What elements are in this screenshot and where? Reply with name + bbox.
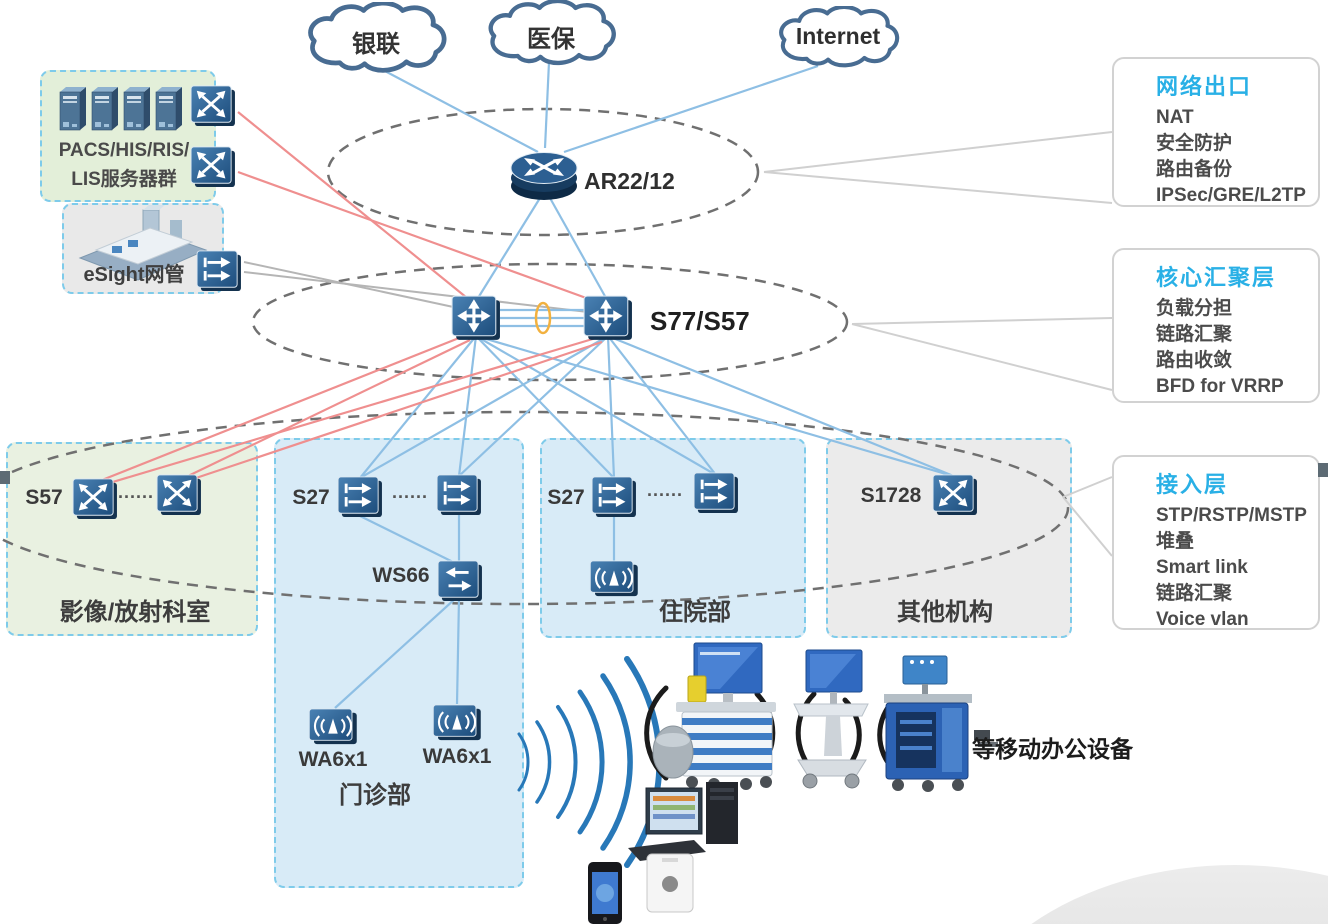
core-switches-label: S77/S57 <box>650 306 750 336</box>
desktop-computer <box>628 782 738 861</box>
wa6x1-label-2: WA6x1 <box>422 745 492 768</box>
wireless-signal-arcs <box>517 656 663 868</box>
outpatient-s27-label: S27 <box>292 486 330 509</box>
panel-item: 堆叠 <box>1156 531 1195 552</box>
panel-title: 核心汇聚层 <box>1156 265 1277 290</box>
pacs-label-line1: PACS/HIS/RIS/ <box>58 140 190 161</box>
panel-item: 路由收敛 <box>1156 350 1233 371</box>
panel-item: BFD for VRRP <box>1156 376 1284 397</box>
panel-title: 网络出口 <box>1156 74 1253 99</box>
callout-leader-lines <box>763 131 1113 557</box>
panel-item: STP/RSTP/MSTP <box>1156 505 1307 526</box>
imaging-group-name: 影像/放射科室 <box>59 599 211 626</box>
other-org-group-box <box>826 438 1072 638</box>
callout-panel-core-aggregation: 核心汇聚层 负载分担 链路汇聚 路由收敛 BFD for VRRP <box>1112 248 1320 403</box>
other-group-name: 其他机构 <box>897 599 993 626</box>
server-icon <box>91 86 119 131</box>
panel-item: 安全防护 <box>1156 133 1233 154</box>
panel-item: Voice vlan <box>1156 609 1249 630</box>
inpatient-dots: ...... <box>646 480 683 500</box>
cloud-label-unionpay: 银联 <box>352 31 400 58</box>
inpatient-group-box <box>540 438 806 638</box>
panel-item: 链路汇聚 <box>1156 583 1233 604</box>
s57-label: S57 <box>25 486 63 509</box>
inpatient-s27-switch-1-icon <box>591 476 637 518</box>
red-links <box>101 111 603 486</box>
core-switch-1-icon <box>451 295 501 341</box>
router-ar2212-icon <box>507 140 583 204</box>
medical-cart-1 <box>652 642 776 790</box>
small-device-icon <box>974 730 998 747</box>
imaging-group-box <box>6 442 258 636</box>
smartphone <box>588 862 622 924</box>
server-icon <box>123 86 151 131</box>
mobile-devices-caption: 等移动办公设备 <box>972 736 1133 762</box>
outpatient-s27-switch-2-icon <box>436 474 482 516</box>
ws66-label: WS66 <box>372 564 430 587</box>
outpatient-dots: ...... <box>391 482 428 502</box>
outpatient-s27-switch-1-icon <box>337 476 383 518</box>
esight-label: eSight网管 <box>83 264 185 286</box>
inpatient-s27-switch-2-icon <box>693 472 739 514</box>
ws66-wlan-controller-icon <box>437 560 483 602</box>
callout-panel-access-layer: 接入层 STP/RSTP/MSTP 堆叠 Smart link 链路汇聚 Voi… <box>1112 455 1320 630</box>
imaging-dots: ...... <box>117 482 154 502</box>
server-icon <box>59 86 87 131</box>
right-edge-handle <box>1318 463 1328 477</box>
server-icon <box>155 86 183 131</box>
wa6x1-ap-2-icon <box>432 704 482 742</box>
inpatient-group-name: 住院部 <box>659 599 731 626</box>
cloud-label-medical-insurance: 医保 <box>527 26 575 53</box>
medical-cart-2 <box>793 649 869 789</box>
pacs-switch-1-icon <box>190 85 236 127</box>
esight-platform-illustration <box>78 205 208 281</box>
panel-item: IPSec/GRE/L2TP <box>1156 185 1306 206</box>
wa6x1-label-1: WA6x1 <box>298 748 368 771</box>
link-aggregation-ring <box>534 301 552 335</box>
s57-switch-2-icon <box>156 474 202 516</box>
panel-item: NAT <box>1156 107 1194 128</box>
panel-item: 负载分担 <box>1156 298 1233 319</box>
wa6x1-ap-1-icon <box>308 708 358 746</box>
inpatient-s27-label: S27 <box>547 486 585 509</box>
background-dome <box>1031 865 1328 924</box>
panel-item: Smart link <box>1156 557 1248 578</box>
core-switch-2-icon <box>583 295 633 341</box>
panel-item: 链路汇聚 <box>1156 324 1233 345</box>
router-label: AR22/12 <box>584 168 675 194</box>
s1728-switch-icon <box>932 474 978 516</box>
panel-title: 接入层 <box>1156 472 1229 497</box>
panel-item: 路由备份 <box>1156 159 1233 180</box>
management-links <box>243 261 589 313</box>
outpatient-group-box <box>274 438 524 888</box>
exit-layer-ellipse <box>326 107 760 237</box>
pacs-label-line2: LIS服务器群 <box>71 169 177 190</box>
medical-cart-3 <box>884 655 972 792</box>
callout-panel-network-exit: 网络出口 NAT 安全防护 路由备份 IPSec/GRE/L2TP <box>1112 57 1320 207</box>
cloud-label-internet: Internet <box>795 23 881 49</box>
blue-links <box>334 61 957 709</box>
left-edge-handle <box>0 471 10 484</box>
s1728-label: S1728 <box>860 484 922 507</box>
tablet <box>646 853 694 913</box>
outpatient-group-name: 门诊部 <box>339 782 411 809</box>
access-layer-ellipse <box>0 410 1070 606</box>
pacs-server-towers <box>59 86 183 131</box>
